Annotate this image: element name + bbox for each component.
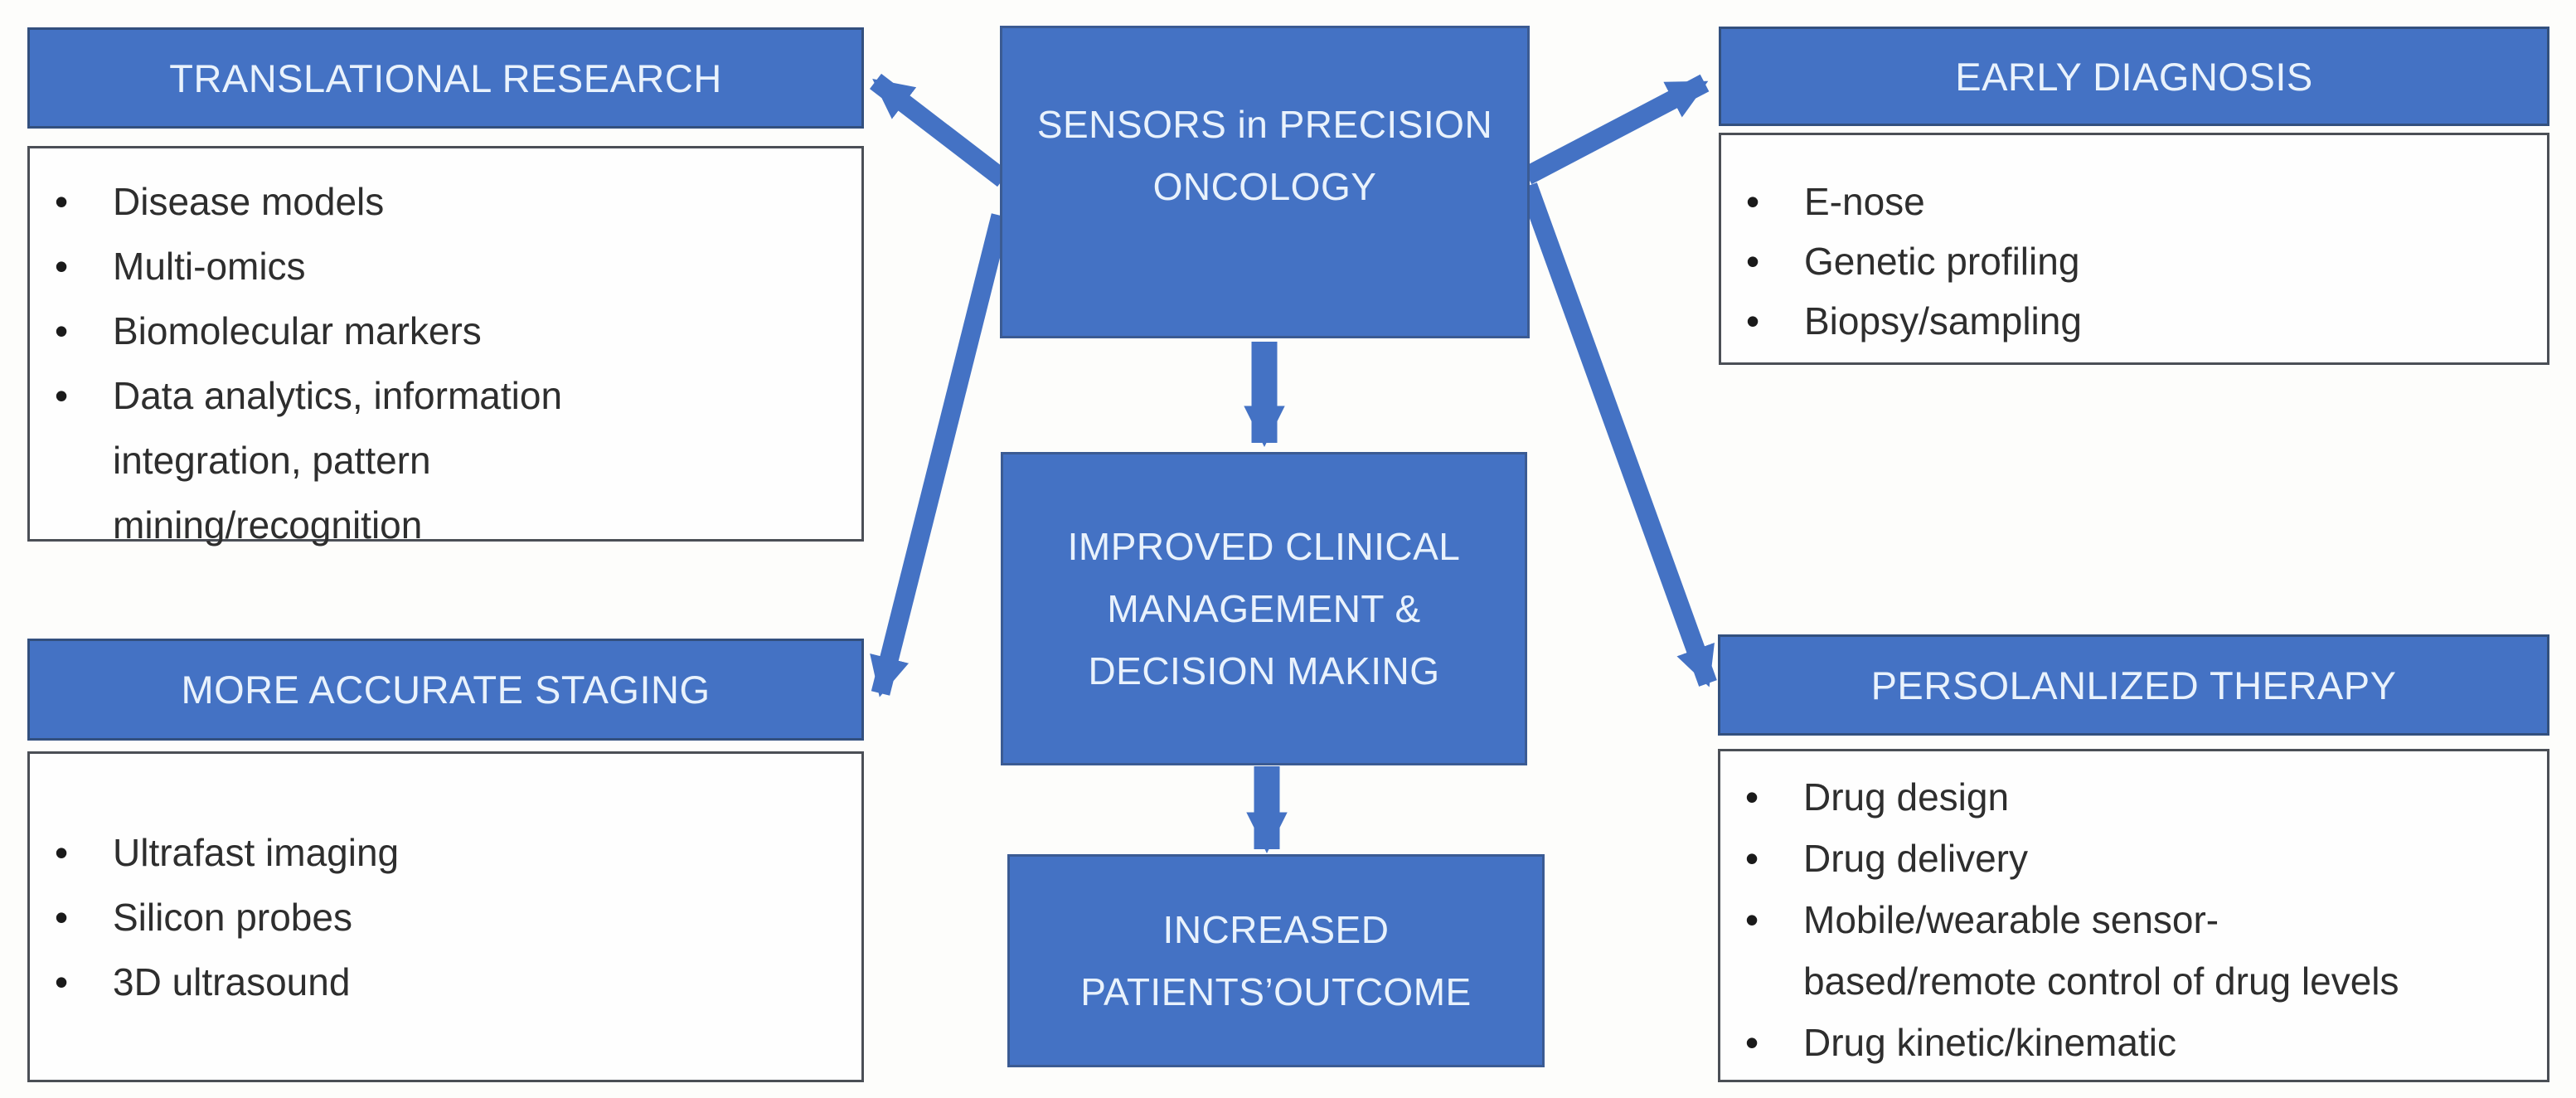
bullet-icon: • [55,896,69,939]
sensors-in-precision-oncology-box: SENSORS in PRECISION ONCOLOGY [1000,26,1530,338]
list-item-text: Mobile/wearable sensor- based/remote con… [1803,898,2399,1003]
arrow-center-to-translational-research [870,73,1009,187]
list-item: • Mobile/wearable sensor- based/remote c… [1745,889,2530,1012]
bullet-icon: • [55,245,69,288]
header-translational-research: TRANSLATIONAL RESEARCH [27,27,864,129]
increased-patients-outcome-box: INCREASED PATIENTS’OUTCOME [1007,854,1545,1067]
arrow-center-to-more-accurate-staging [870,213,1011,697]
list-item-text: Biopsy/sampling [1804,299,2082,343]
list-item: • Data analytics, information integratio… [55,363,845,557]
list-item-text: Disease models [113,180,385,223]
list-item-text: E-nose [1804,180,1925,223]
early-diagnosis-list: • E-nose • Genetic profiling • Biopsy/sa… [1721,135,2547,351]
personalized-therapy-list: • Drug design • Drug delivery • Mobile/w… [1720,751,2547,1073]
list-item: • Drug design [1745,766,2530,828]
list-item: • 3D ultrasound [55,950,845,1014]
bullet-icon: • [55,960,69,1003]
bullet-icon: • [1746,299,1760,343]
list-item-text: Data analytics, information integration,… [113,374,563,547]
bullet-icon: • [1745,775,1759,819]
list-item: • Drug delivery [1745,828,2530,889]
list-item: • Disease models [55,169,845,234]
list-item-text: Drug kinetic/kinematic [1803,1021,2176,1064]
list-item: • Biopsy/sampling [1746,291,2530,351]
list-item: • Biomolecular markers [55,299,845,363]
panel-personalized-therapy: • Drug design • Drug delivery • Mobile/w… [1718,749,2549,1082]
list-item: • Multi-omics [55,234,845,299]
improved-clinical-management-box: IMPROVED CLINICAL MANAGEMENT & DECISION … [1001,452,1527,765]
list-item-text: 3D ultrasound [113,960,351,1003]
list-item-text: Drug delivery [1803,837,2028,880]
bullet-icon: • [1746,180,1760,223]
list-item-text: Drug design [1803,775,2010,819]
bullet-icon: • [1745,1021,1759,1064]
list-item: • Ultrafast imaging [55,820,845,885]
bullet-icon: • [1745,898,1759,941]
arrow-center-to-personalized-therapy [1519,182,1717,687]
list-item-text: Genetic profiling [1804,240,2080,283]
header-more-accurate-staging: MORE ACCURATE STAGING [27,639,864,741]
list-item-text: Biomolecular markers [113,309,482,352]
bullet-icon: • [1745,837,1759,880]
panel-translational-research: • Disease models • Multi-omics • Biomole… [27,146,864,547]
panel-more-accurate-staging: • Ultrafast imaging • Silicon probes • 3… [27,751,864,1082]
bullet-icon: • [1746,240,1760,283]
list-item-text: Ultrafast imaging [113,831,400,874]
translational-research-list: • Disease models • Multi-omics • Biomole… [30,148,861,557]
list-item: • Silicon probes [55,885,845,950]
panel-early-diagnosis: • E-nose • Genetic profiling • Biopsy/sa… [1719,133,2549,365]
list-item: • Genetic profiling [1746,231,2530,291]
bullet-icon: • [55,374,69,417]
header-early-diagnosis: EARLY DIAGNOSIS [1719,27,2549,126]
bullet-icon: • [55,831,69,874]
list-item: • Drug kinetic/kinematic [1745,1012,2530,1073]
bullet-icon: • [55,180,69,223]
bullet-icon: • [55,309,69,352]
header-personalized-therapy: PERSOLANLIZED THERAPY [1718,634,2549,736]
arrow-center-to-early-diagnosis [1522,74,1710,185]
list-item: • E-nose [1746,172,2530,231]
more-accurate-staging-list: • Ultrafast imaging • Silicon probes • 3… [30,754,861,1014]
list-item-text: Silicon probes [113,896,352,939]
list-item-text: Multi-omics [113,245,306,288]
